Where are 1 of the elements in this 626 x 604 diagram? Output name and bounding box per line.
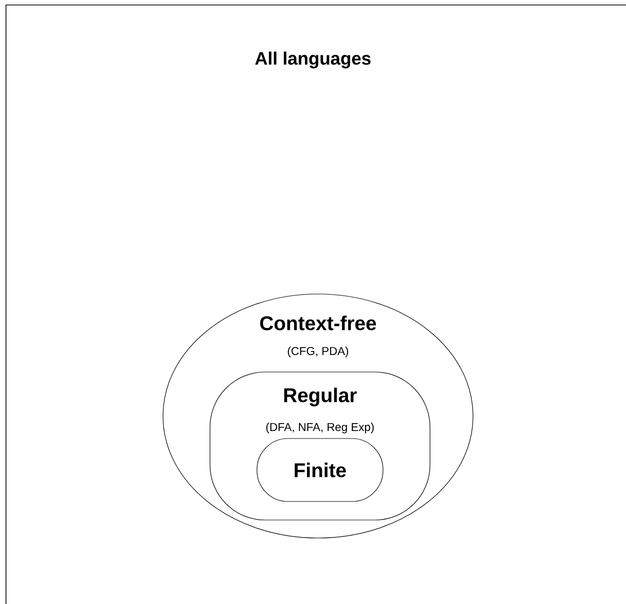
set-region: Finite [256, 438, 384, 502]
